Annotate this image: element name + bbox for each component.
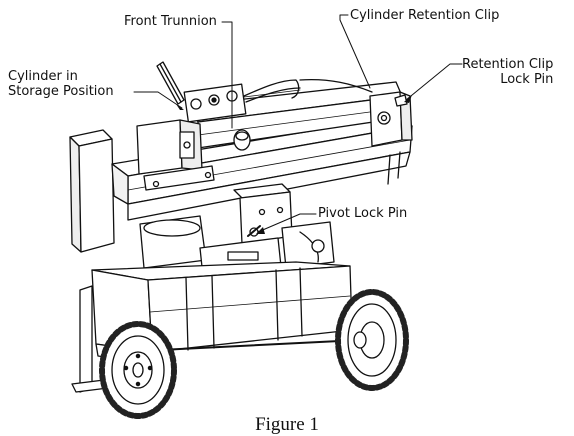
leader-cylinder-storage xyxy=(133,91,183,109)
arrowhead-cylinder-storage xyxy=(176,104,184,110)
front-trunnion xyxy=(233,129,251,151)
leader-pivot-lock-pin xyxy=(257,213,317,233)
leader-front-trunnion xyxy=(221,21,233,129)
label-retention-clip-lock-pin: Retention Clip Lock Pin xyxy=(462,57,553,87)
label-cylinder-storage-line2: Storage Position xyxy=(8,84,114,99)
label-pivot-lock-pin: Pivot Lock Pin xyxy=(318,206,408,221)
valve-handle xyxy=(156,61,185,105)
splitter-column xyxy=(69,129,115,253)
label-cylinder-retention-clip: Cylinder Retention Clip xyxy=(350,8,500,23)
arrowhead-pivot-lock-pin xyxy=(256,227,265,234)
leader-cylinder-retention-clip xyxy=(339,14,371,89)
label-cylinder-storage-position: Cylinder in Storage Position xyxy=(8,69,114,99)
arrowhead-retention-clip-lock-pin xyxy=(404,95,412,103)
figure-caption: Figure 1 xyxy=(255,414,319,435)
left-wheel xyxy=(99,321,177,419)
label-retention-clip-lock-pin-line2: Lock Pin xyxy=(500,72,554,87)
leader-lines xyxy=(133,14,463,233)
pivot-lock-plate xyxy=(233,183,293,245)
leader-retention-clip-lock-pin xyxy=(405,63,463,101)
label-cylinder-storage-line1: Cylinder in xyxy=(8,69,78,84)
right-wheel xyxy=(335,289,409,391)
axle xyxy=(159,339,361,351)
label-front-trunnion: Front Trunnion xyxy=(124,14,217,29)
cylinder-storage-bracket xyxy=(143,165,215,191)
retention-clip-block xyxy=(369,91,413,147)
push-plate xyxy=(136,119,203,175)
label-retention-clip-lock-pin-line1: Retention Clip xyxy=(462,57,554,72)
hydraulic-valve xyxy=(183,78,373,123)
chassis-frame xyxy=(91,261,353,365)
